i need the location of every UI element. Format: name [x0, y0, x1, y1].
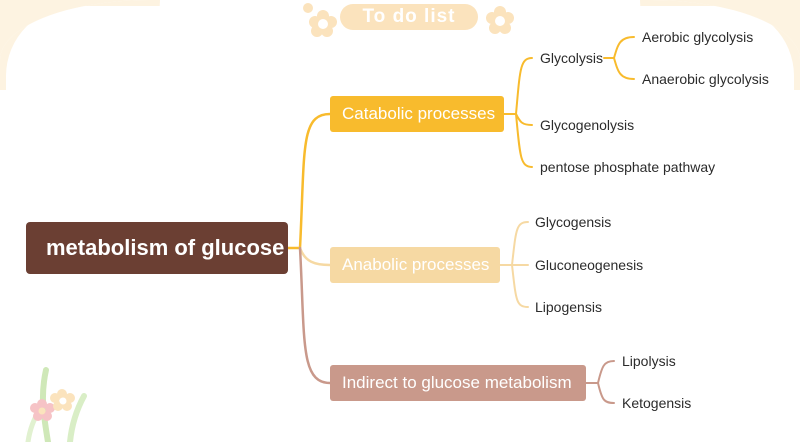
plant-icon	[25, 367, 87, 442]
leaf-anaerobic-glycolysis: Anaerobic glycolysis	[642, 71, 769, 87]
branch-indirect-glucose-metabolism: Indirect to glucose metabolism	[330, 365, 586, 401]
flower-icon	[486, 6, 514, 34]
branch-anabolic-processes: Anabolic processes	[330, 247, 500, 283]
branch-catabolic-processes: Catabolic processes	[330, 96, 504, 132]
leaf-pentose-phosphate-pathway: pentose phosphate pathway	[540, 159, 716, 175]
leaf-glycogensis: Glycogensis	[535, 214, 612, 230]
flower-icon	[303, 3, 337, 37]
leaf-glycolysis: Glycolysis	[540, 50, 604, 66]
leaf-gluconeogenesis: Gluconeogenesis	[535, 257, 644, 273]
leaf-ketogensis: Ketogensis	[622, 395, 692, 411]
leaf-lipolysis: Lipolysis	[622, 353, 676, 369]
banner-title: To do list	[340, 4, 478, 30]
leaf-aerobic-glycolysis: Aerobic glycolysis	[642, 29, 754, 45]
leaf-glycogenolysis: Glycogenolysis	[540, 117, 635, 133]
leaf-lipogensis: Lipogensis	[535, 299, 602, 315]
root-node: metabolism of glucose	[26, 222, 288, 274]
